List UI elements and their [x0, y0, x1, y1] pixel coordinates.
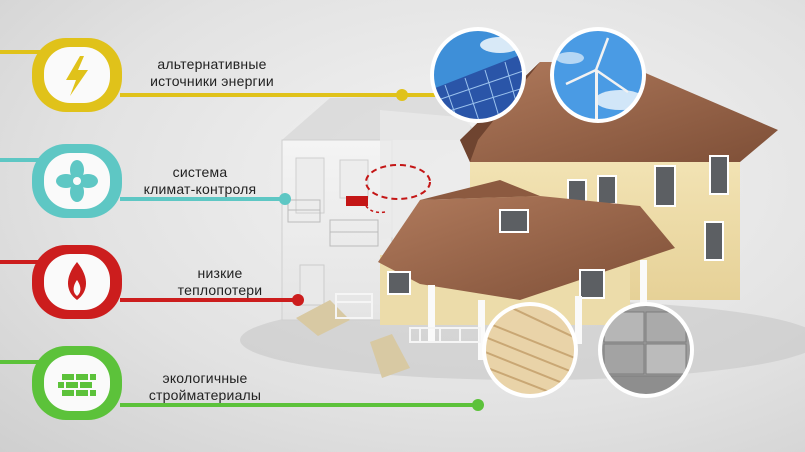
feature-label-eco-line2: стройматериалы	[148, 387, 262, 403]
connector-lines	[0, 50, 478, 407]
main-house	[335, 62, 778, 360]
concrete-blocks-photo	[598, 302, 694, 398]
feature-label-climate-line2: климат-контроля	[143, 181, 257, 197]
feature-label-heat: низкие теплопотери	[160, 265, 280, 299]
connector-dot-eco	[472, 399, 484, 411]
feature-label-eco-line1: экологичные	[162, 370, 248, 386]
badge-eco	[32, 346, 122, 420]
feature-label-heat-line2: теплопотери	[177, 282, 263, 298]
connector-dot-energy	[396, 89, 408, 101]
feature-label-eco: экологичные стройматериалы	[130, 370, 280, 404]
feature-label-climate: система климат-контроля	[120, 164, 280, 198]
feature-label-heat-line1: низкие	[197, 265, 243, 281]
badge-energy	[32, 38, 122, 112]
connector-dot-climate	[279, 193, 291, 205]
flame-icon	[67, 262, 87, 300]
feature-label-climate-line1: система	[172, 164, 228, 180]
feature-label-energy-line1: альтернативные	[157, 56, 267, 72]
feature-label-energy-line2: источники энергии	[150, 73, 274, 89]
badge-heat	[32, 245, 122, 319]
fan-icon	[56, 160, 98, 202]
brick-wall-icon	[58, 374, 96, 396]
connector-dot-heat	[292, 294, 304, 306]
lightning-icon	[66, 56, 88, 96]
badge-climate	[32, 144, 122, 218]
feature-label-energy: альтернативные источники энергии	[122, 56, 302, 90]
wind-turbine-photo	[550, 27, 646, 123]
